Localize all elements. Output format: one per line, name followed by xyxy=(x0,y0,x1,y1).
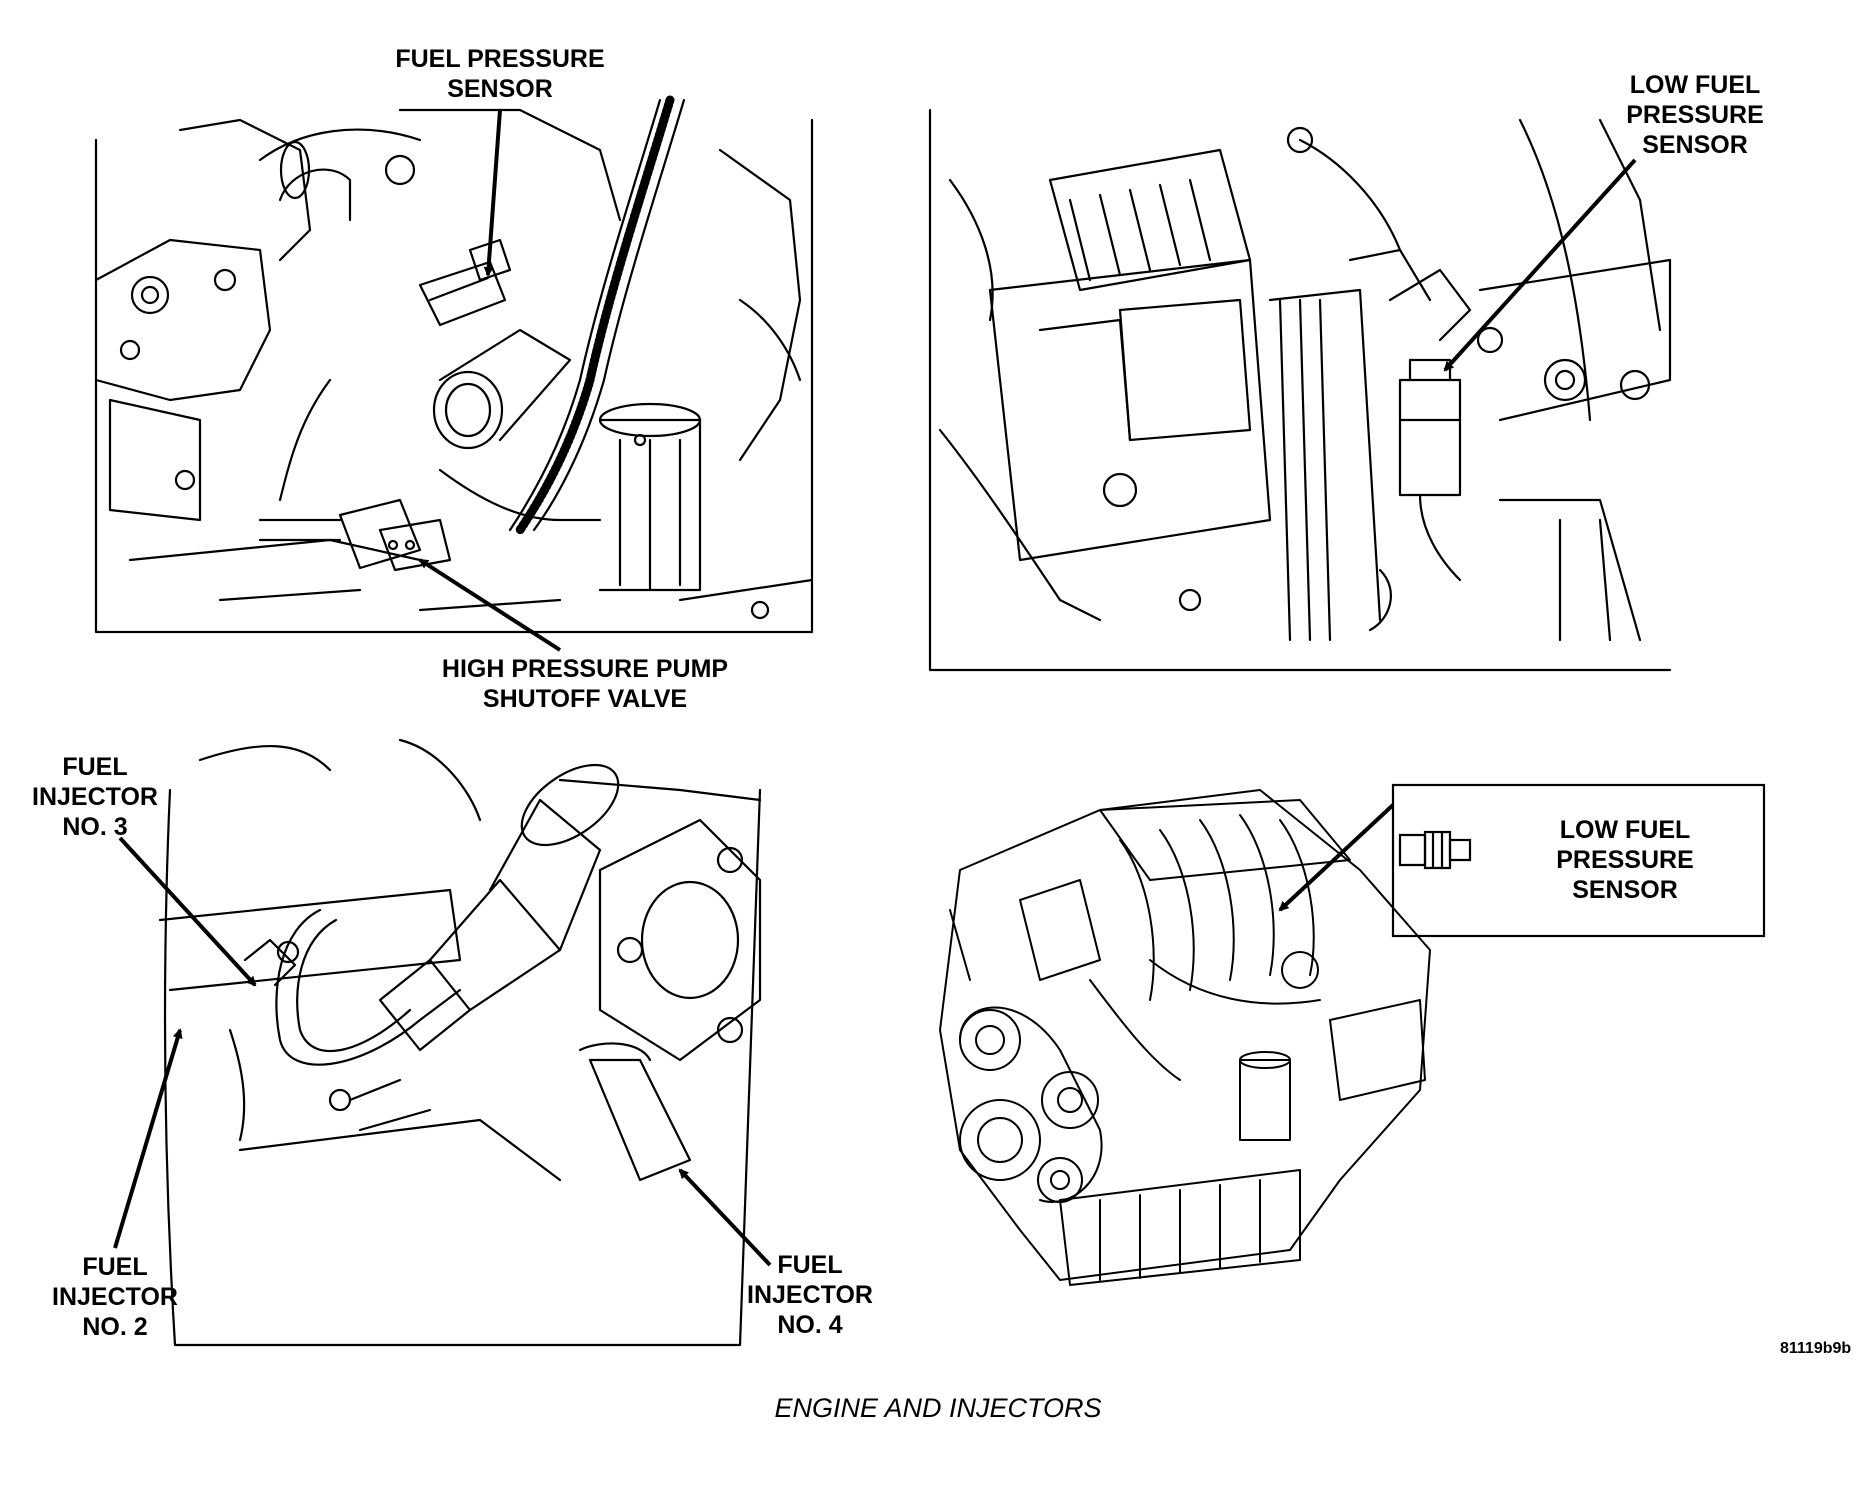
label-line: PRESSURE xyxy=(1556,846,1694,874)
arrow-fuel-injector-no3 xyxy=(118,836,257,987)
engine-overview-illustration xyxy=(939,789,1431,1286)
label-fuel-injector-no4: FUEL INJECTOR NO. 4 xyxy=(735,1250,885,1340)
panel-fuel-injectors-view xyxy=(158,738,762,1347)
arrow-fuel-pressure-sensor xyxy=(483,109,502,277)
label-line: SHUTOFF VALVE xyxy=(482,685,688,713)
label-line: FUEL xyxy=(82,1253,148,1281)
label-line: INJECTOR xyxy=(32,783,158,811)
label-line: NO. 4 xyxy=(777,1311,843,1339)
label-line: FUEL PRESSURE xyxy=(395,45,605,73)
label-line: PRESSURE xyxy=(1626,101,1764,129)
label-line: FUEL xyxy=(62,753,128,781)
label-low-fuel-pressure-sensor-top: LOW FUEL PRESSURE SENSOR xyxy=(1610,70,1780,160)
label-high-pressure-pump-shutoff-valve: HIGH PRESSURE PUMP SHUTOFF VALVE xyxy=(425,654,745,714)
inset-box xyxy=(1391,783,1766,938)
label-fuel-injector-no2: FUEL INJECTOR NO. 2 xyxy=(40,1252,190,1342)
label-low-fuel-pressure-sensor-inset: LOW FUEL PRESSURE SENSOR xyxy=(1540,815,1710,905)
panel-fuel-pressure-sensor-view xyxy=(94,95,814,634)
arrow-fuel-injector-no4 xyxy=(678,1168,772,1267)
low-fuel-pressure-sensor-icon xyxy=(1398,830,1472,870)
arrow-inset-to-engine xyxy=(1278,803,1395,912)
label-line: SENSOR xyxy=(1642,131,1748,159)
leader-lines xyxy=(113,109,1637,1267)
label-line: LOW FUEL xyxy=(1559,816,1691,844)
label-line: NO. 2 xyxy=(82,1313,148,1341)
label-line: HIGH PRESSURE PUMP xyxy=(441,655,729,683)
arrow-high-pressure-pump-shutoff-valve xyxy=(418,558,562,652)
label-line: LOW FUEL xyxy=(1629,71,1761,99)
arrow-low-fuel-pressure-sensor-top xyxy=(1443,158,1637,372)
label-line: SENSOR xyxy=(447,75,553,103)
panel-low-fuel-pressure-sensor-view xyxy=(928,108,1672,672)
label-line: SENSOR xyxy=(1572,876,1678,904)
label-line: NO. 3 xyxy=(62,813,128,841)
label-line: INJECTOR xyxy=(747,1281,873,1309)
figure-id: 81119b9b xyxy=(1780,1340,1852,1357)
label-line: INJECTOR xyxy=(52,1283,178,1311)
figure-caption: ENGINE AND INJECTORS xyxy=(774,1393,1102,1423)
label-fuel-injector-no3: FUEL INJECTOR NO. 3 xyxy=(20,752,170,842)
arrow-fuel-injector-no2 xyxy=(113,1028,183,1249)
label-fuel-pressure-sensor: FUEL PRESSURE SENSOR xyxy=(380,44,620,104)
label-line: FUEL xyxy=(777,1251,843,1279)
